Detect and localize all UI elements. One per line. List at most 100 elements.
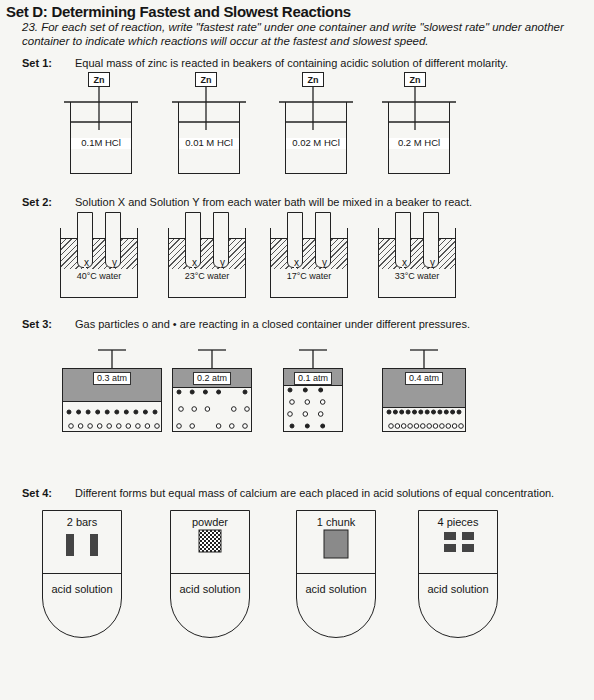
acid-beaker: 0.02 M HCl bbox=[285, 102, 347, 174]
gas-particle bbox=[400, 410, 404, 414]
gas-particle bbox=[190, 390, 194, 394]
water-bath: 33°C waterxy bbox=[378, 228, 456, 298]
gas-particle bbox=[143, 410, 147, 414]
node-text: acid solution bbox=[299, 583, 373, 596]
solution-tube: y bbox=[213, 212, 229, 268]
gas-particle bbox=[245, 407, 250, 412]
node-text: Zn bbox=[201, 75, 212, 85]
node-text: 0.01 M HCl bbox=[179, 138, 239, 149]
gas-particle bbox=[105, 410, 109, 414]
zinc-sample: Zn bbox=[302, 72, 324, 87]
set-label: Set 4: bbox=[22, 487, 72, 500]
acid-beaker: 0.2 M HCl bbox=[388, 102, 450, 174]
zinc-sample: Zn bbox=[195, 72, 217, 87]
gas-particle bbox=[203, 390, 207, 394]
acid-beaker: 0.1M HCl bbox=[70, 102, 132, 174]
node-text: 2 bars bbox=[45, 516, 119, 529]
gas-particle bbox=[414, 424, 419, 429]
gas-particle bbox=[427, 424, 432, 429]
gas-particle bbox=[86, 410, 90, 414]
gas-particle bbox=[432, 410, 436, 414]
gas-particle bbox=[433, 424, 438, 429]
gas-particle bbox=[318, 412, 323, 417]
water-waves bbox=[61, 238, 137, 269]
node-text: x bbox=[192, 258, 194, 268]
gas-particle bbox=[419, 410, 423, 414]
gas-particle bbox=[115, 410, 119, 414]
gas-particle bbox=[408, 424, 413, 429]
test-tube: 2 bars acid solution bbox=[42, 510, 122, 638]
water-bath: 17°C waterxy bbox=[270, 228, 348, 298]
gas-particle bbox=[230, 424, 235, 429]
gas-particle bbox=[459, 424, 464, 429]
node-text: y bbox=[112, 258, 114, 268]
node-text: acid solution bbox=[45, 583, 119, 596]
gas-particle bbox=[77, 410, 81, 414]
gas-particle bbox=[243, 424, 248, 429]
test-tube: powder acid solution bbox=[170, 510, 250, 638]
gas-particle bbox=[69, 424, 74, 429]
gas-particle bbox=[305, 400, 310, 405]
gas-particle bbox=[216, 424, 221, 429]
gas-particle bbox=[440, 424, 445, 429]
solution-tube: x bbox=[287, 212, 303, 268]
set-description: Equal mass of zinc is reacted in beakers… bbox=[75, 57, 575, 70]
gas-particle bbox=[319, 388, 323, 392]
gas-particle bbox=[305, 424, 309, 428]
solution-tube: x bbox=[395, 212, 411, 268]
node-text: acid solution bbox=[173, 583, 247, 596]
gas-particle bbox=[452, 424, 457, 429]
gas-particle bbox=[217, 390, 221, 394]
gas-particle bbox=[389, 424, 394, 429]
gas-container: 0.3 atm bbox=[62, 368, 162, 432]
gas-container: 0.1 atm bbox=[283, 368, 343, 432]
gas-particle bbox=[425, 410, 429, 414]
gas-particle bbox=[192, 407, 197, 412]
gas-particle bbox=[243, 390, 247, 394]
gas-particle bbox=[153, 410, 157, 414]
gas-particle bbox=[88, 424, 93, 429]
gas-particle bbox=[177, 390, 181, 394]
gas-particle bbox=[78, 424, 83, 429]
node-text: 0.02 M HCl bbox=[286, 138, 346, 149]
node-text: 0.2 M HCl bbox=[389, 138, 449, 149]
solution-tube: y bbox=[315, 212, 331, 268]
node-text: 17°C water bbox=[277, 272, 341, 282]
gas-particle bbox=[421, 424, 426, 429]
node-text: y bbox=[220, 258, 222, 268]
gas-container: 0.4 atm bbox=[382, 368, 466, 432]
gas-particle bbox=[303, 412, 308, 417]
gas-particle bbox=[117, 424, 122, 429]
set-description: Gas particles o and • are reacting in a … bbox=[75, 318, 575, 331]
gas-particle bbox=[444, 410, 448, 414]
divider-line bbox=[419, 573, 497, 574]
instruction-text: 23. For each set of reaction, write "fas… bbox=[22, 21, 582, 49]
gas-particle bbox=[288, 412, 293, 417]
gas-particle bbox=[395, 424, 400, 429]
node-text: 0.4 atm bbox=[405, 372, 443, 385]
acid-beaker: 0.01 M HCl bbox=[178, 102, 240, 174]
gas-particle bbox=[406, 410, 410, 414]
solution-tube: x bbox=[185, 212, 201, 268]
node-text: y bbox=[322, 258, 324, 268]
gas-particle bbox=[190, 424, 195, 429]
gas-particle bbox=[451, 410, 455, 414]
gas-particle bbox=[413, 410, 417, 414]
node-text: Zn bbox=[308, 75, 319, 85]
gas-container: 0.2 atm bbox=[172, 368, 252, 432]
test-tube: 1 chunkacid solution bbox=[296, 510, 376, 638]
set-label: Set 2: bbox=[22, 196, 72, 209]
node-text: powder bbox=[173, 516, 247, 529]
node-text: Zn bbox=[94, 75, 105, 85]
node-text: Zn bbox=[410, 75, 421, 85]
node-text: 4 pieces bbox=[421, 516, 495, 529]
zinc-sample: Zn bbox=[88, 72, 110, 87]
gas-particle bbox=[145, 424, 150, 429]
worksheet-title: Set D: Determining Fastest and Slowest R… bbox=[6, 3, 351, 21]
node-text: y bbox=[430, 258, 432, 268]
gas-particle bbox=[401, 424, 406, 429]
solution-tube: y bbox=[423, 212, 439, 268]
gas-particle bbox=[96, 410, 100, 414]
water-waves bbox=[271, 238, 347, 269]
node-text: 33°C water bbox=[385, 272, 449, 282]
